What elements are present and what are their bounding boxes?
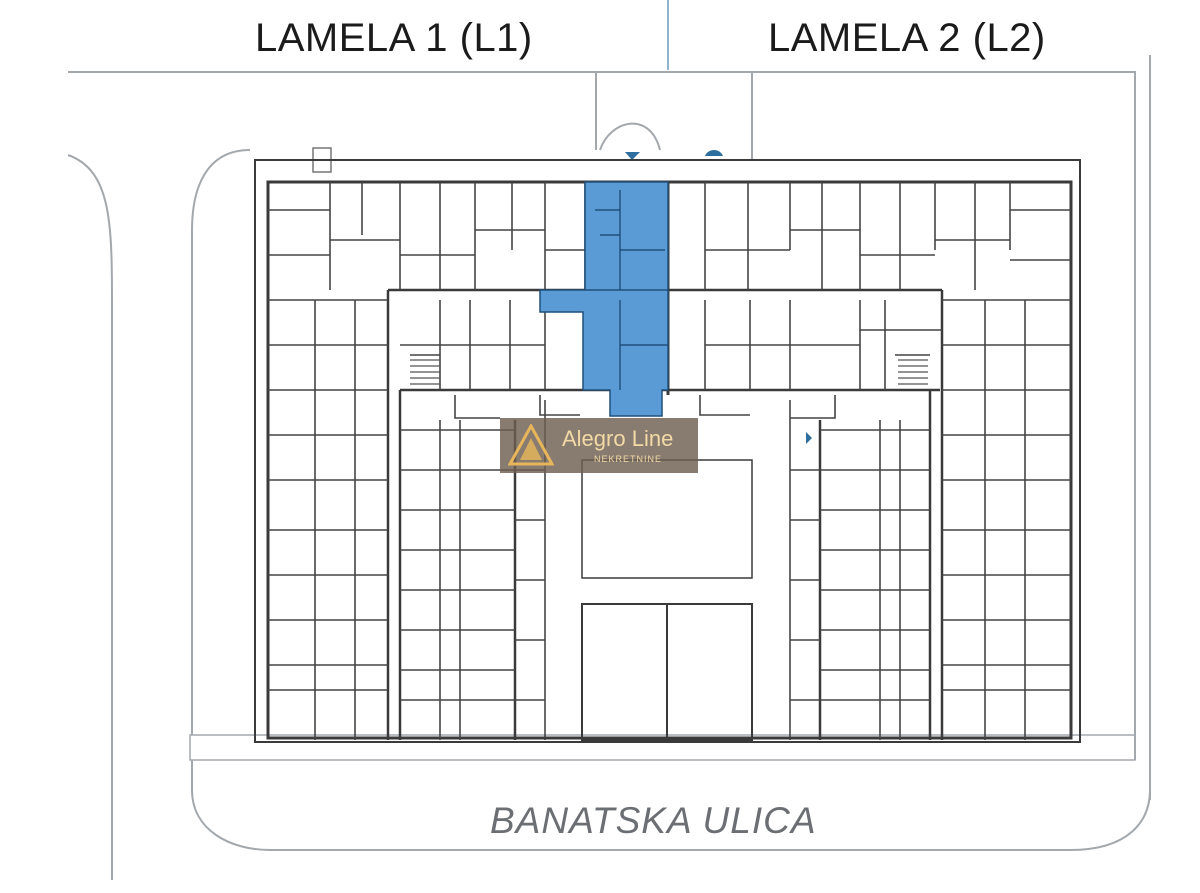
logo-mark-icon (508, 424, 554, 466)
street-label: BANATSKA ULICA (490, 800, 817, 841)
lamela-1-label: LAMELA 1 (L1) (255, 16, 533, 60)
entrance-markers (625, 150, 723, 160)
site-outline (67, 0, 1151, 880)
watermark-logo: Alegro Line NEKRETNINE (500, 418, 698, 473)
entrance-arrow-icon (806, 432, 812, 444)
highlighted-apartment[interactable] (539, 181, 669, 417)
logo-subtitle: NEKRETNINE (594, 454, 663, 464)
logo-name: Alegro Line (562, 426, 674, 451)
lamela-2-label: LAMELA 2 (L2) (768, 16, 1046, 60)
highlighted-apartment-walls (585, 190, 668, 390)
stairs (410, 359, 928, 385)
